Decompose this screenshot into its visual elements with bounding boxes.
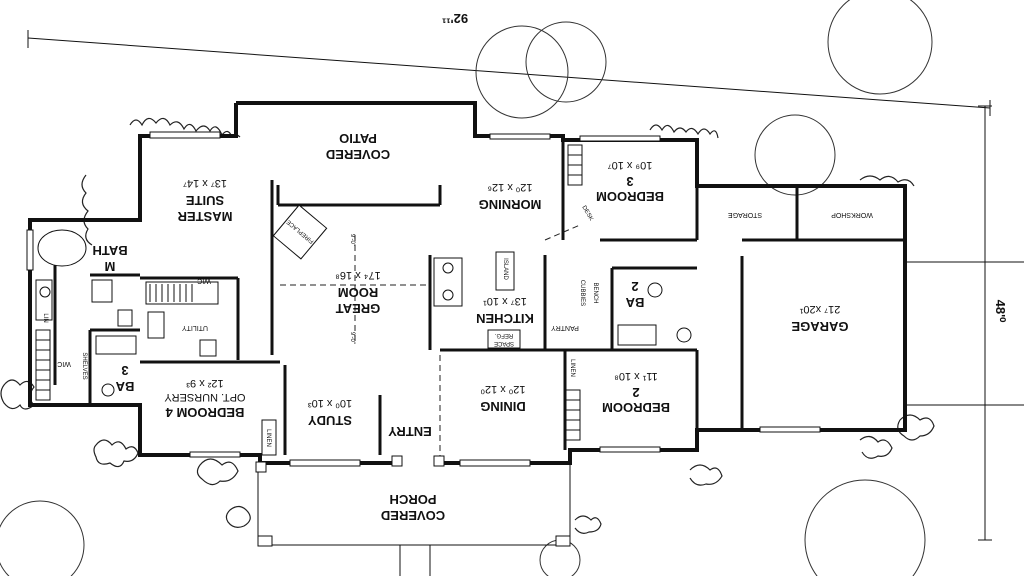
driveway [905,261,1024,406]
shower-master [91,279,113,303]
m-bath-line2: BATH [92,243,127,258]
tub-ba3 [95,335,137,355]
utility-label: UTILITY [182,324,208,331]
overall-depth-label: 48'⁰ [993,300,1008,324]
ba2-line2: 2 [631,279,638,294]
room-labels: COVERED PATIO MASTER SUITE 13⁷ x 14⁷ MOR… [92,131,848,523]
closet-bed2-label: LINEN [569,359,575,377]
great-room-line1: GREAT [336,301,381,316]
refrigerator-space [487,329,521,349]
bathtub-master [37,229,87,267]
bedroom3-line1: BEDROOM [596,189,664,204]
master-suite-line2: SUITE [186,193,225,208]
porch-outline [255,455,571,576]
storage-label: STORAGE [728,211,762,218]
workshop-label: WORKSHOP [831,211,873,218]
morning-name: MORNING [479,197,542,212]
linen-master-label: LIN [42,313,48,322]
bedroom4-line2: OPT. NURSERY [164,391,246,403]
wic-master-label: WIC [197,277,211,284]
bedroom3-size: 10⁹ x 10⁷ [608,159,653,171]
space-label: SPACE [494,340,514,346]
wic-bed4-label: WIC [57,360,71,367]
opening-lines [280,224,581,460]
dimension-lines [27,30,992,541]
cubbies-label: CUBBIES [579,280,585,306]
bedroom4-size: 12² x 9³ [186,377,224,389]
dining-size: 12⁰ x 12⁰ [480,383,525,395]
dining-name: DINING [480,399,526,414]
closet-study-label: LINEN [265,429,271,447]
bedroom4-line1: BEDROOM 4 [165,405,245,420]
bedroom2-line2: 2 [632,385,639,400]
covered-patio-line2: PATIO [339,131,377,146]
ba3-line2: 3 [121,363,128,378]
entry-name: ENTRY [388,424,432,439]
toilet-master [117,309,133,327]
bedroom3-line2: 3 [626,174,633,189]
desk-label: DESK [580,205,593,222]
garage-size: 21⁷ x20¹ [799,303,840,315]
island-label: ISLAND [502,258,508,280]
m-bath-line1: M [105,259,116,274]
landscape-trees [0,0,933,576]
great-room-size: 17⁴ x 16⁸ [335,269,380,281]
bench-label: BENCH [592,282,598,303]
ba2-line1: BA [625,295,644,310]
ceiling-note-bottom: 9'-0" [349,332,355,344]
bedroom2-line1: BEDROOM [602,400,670,415]
fireplace-box [272,204,328,260]
cabinet-hatching [35,144,583,456]
interior-walls [53,140,905,455]
kitchen-name: KITCHEN [476,311,534,326]
ba3-line1: BA [115,379,134,394]
covered-porch-line1: COVERED [381,508,445,523]
refg-label: REFG. [495,332,514,338]
island-counter [495,251,515,291]
kitchen-size: 13⁷ x 10¹ [483,295,527,307]
bedroom2-size: 11¹ x 10⁸ [614,370,658,382]
overall-width-label: 92'¹¹ [442,11,468,26]
great-room-line2: ROOM [338,285,378,300]
garage-name: GARAGE [791,319,848,334]
washer [199,339,217,357]
master-suite-size: 13⁷ x 14⁷ [183,177,227,189]
dryer [147,311,165,339]
windows [26,131,821,467]
ceiling-note-top: 9'-0" [349,234,355,246]
shelves-bed4-label: SHELVES [81,352,87,379]
covered-porch-line2: PORCH [390,492,437,507]
small-labels: WIC UTILITY WIC STORAGE WORKSHOP PANTRY … [42,205,873,447]
morning-size: 12⁰ x 12⁶ [487,181,532,193]
covered-patio-line1: COVERED [326,147,390,162]
tub-ba2 [617,324,657,346]
fixtures [35,204,692,397]
study-name: STUDY [308,413,352,428]
pantry-label: PANTRY [551,324,579,331]
master-suite-line1: MASTER [177,209,233,224]
study-size: 10⁰ x 10³ [308,397,352,409]
